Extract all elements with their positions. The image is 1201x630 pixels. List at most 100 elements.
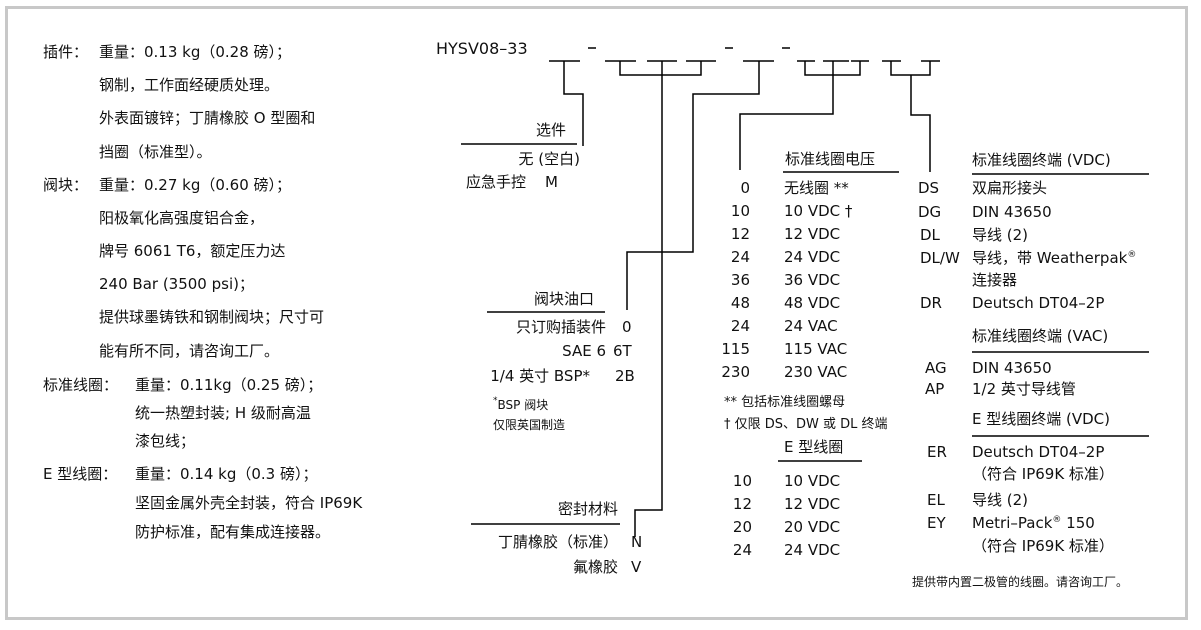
term-code: EY xyxy=(927,514,946,532)
term-label: 1/2 英寸导线管 xyxy=(972,380,1076,398)
cartridge-line: 重量：0.13 kg（0.28 磅）； xyxy=(99,43,292,61)
term-label: 导线 (2) xyxy=(972,491,1029,509)
voltage-label: 12 VDC xyxy=(784,495,841,513)
voltage-code: 24 xyxy=(732,541,752,559)
document-frame xyxy=(5,6,1188,620)
voltage-code: 230 xyxy=(721,363,750,381)
voltage-label: 24 VAC xyxy=(784,317,838,335)
ports-note: *BSP 阀块 xyxy=(493,396,548,413)
term-code: DL xyxy=(920,226,940,244)
std-term-vac-title: 标准线圈终端 (VAC) xyxy=(972,327,1109,345)
ports-connector xyxy=(626,61,760,310)
std-voltage-note: † 仅限 DS、DW 或 DL 终端 xyxy=(724,417,888,432)
e-coil-line: 重量：0.14 kg（0.3 磅）； xyxy=(135,465,318,483)
voltage-label: 36 VDC xyxy=(784,271,841,289)
ports-note-line: 仅限英国制造 xyxy=(493,418,566,432)
term-label: 双扁形接头 xyxy=(972,179,1048,197)
e-coil-line: 坚固金属外壳全封装，符合 IP69K xyxy=(135,494,363,512)
voltage-label: 48 VDC xyxy=(784,294,841,312)
std-coil-line: 漆包线； xyxy=(135,432,196,450)
term-label-text: 150 xyxy=(1061,514,1095,532)
cartridge-line: 挡圈（标准型）。 xyxy=(99,143,212,161)
ports-item-label: 1/4 英寸 BSP* xyxy=(490,367,590,385)
term-label: 导线 (2) xyxy=(972,226,1029,244)
seals-item-code: N xyxy=(631,533,643,551)
term-label: DIN 43650 xyxy=(972,203,1052,221)
options-connector xyxy=(563,61,584,146)
footer-note: 提供带内置二极管的线圈。请咨询工厂。 xyxy=(912,575,1129,589)
voltage-label: 10 VDC † xyxy=(784,202,853,220)
voltage-connector xyxy=(739,61,834,170)
body-line: 能有所不同，请咨询工厂。 xyxy=(99,342,280,360)
term-code: DG xyxy=(918,203,942,221)
options-item-code: M xyxy=(545,173,558,191)
options-item-label: 应急手控 xyxy=(465,173,526,191)
term-code: DR xyxy=(920,294,942,312)
voltage-label: 24 VDC xyxy=(784,248,841,266)
term-code: ER xyxy=(927,443,947,461)
e-voltage-title: E 型线圈 xyxy=(784,438,844,456)
ports-item-label: SAE 6 xyxy=(562,342,606,360)
termination-bracket xyxy=(890,61,931,76)
term-code: AG xyxy=(925,359,947,377)
voltage-code: 24 xyxy=(730,317,750,335)
term-label: Metri–Pack® 150 xyxy=(972,514,1095,532)
body-line: 提供球墨铸铁和钢制阀块；尺寸可 xyxy=(99,308,325,326)
term-label: （符合 IP69K 标准） xyxy=(972,537,1114,555)
cartridge-label: 插件： xyxy=(43,43,89,61)
seals-title: 密封材料 xyxy=(557,500,618,518)
voltage-code: 10 xyxy=(732,472,752,490)
std-coil-label: 标准线圈： xyxy=(43,376,119,394)
term-label: 导线，带 Weatherpak® xyxy=(972,249,1136,267)
body-line: 重量：0.27 kg（0.60 磅）； xyxy=(99,176,292,194)
termination-connector xyxy=(910,75,931,172)
term-code: DS xyxy=(918,179,940,197)
body-line: 240 Bar (3500 psi)； xyxy=(99,275,254,293)
seals-bracket xyxy=(619,61,702,76)
term-code: DL/W xyxy=(920,249,960,267)
std-coil-line: 重量：0.11kg（0.25 磅）； xyxy=(135,376,323,394)
cartridge-line: 钢制，工作面经硬质处理。 xyxy=(99,76,280,94)
cartridge-line: 外表面镀锌；丁腈橡胶 O 型圈和 xyxy=(99,109,316,127)
std-term-vdc-title: 标准线圈终端 (VDC) xyxy=(972,151,1111,169)
term-label: DIN 43650 xyxy=(972,359,1052,377)
model-code-prefix: HYSV08–33 xyxy=(436,39,528,58)
voltage-label: 无线圈 ** xyxy=(784,179,849,197)
registered-mark: ® xyxy=(1127,250,1137,260)
voltage-code: 20 xyxy=(732,518,752,536)
ports-item-code: 2B xyxy=(615,367,635,385)
ports-item-code: 6T xyxy=(613,342,632,360)
voltage-label: 230 VAC xyxy=(784,363,848,381)
seals-item-label: 氟橡胶 xyxy=(572,558,618,576)
voltage-code: 36 xyxy=(730,271,750,289)
term-code: EL xyxy=(927,491,945,509)
voltage-code: 48 xyxy=(730,294,750,312)
std-coil-line: 统一热塑封装; H 级耐高温 xyxy=(135,404,311,422)
term-label: 连接器 xyxy=(972,271,1018,289)
e-term-vdc-title: E 型线圈终端 (VDC) xyxy=(972,410,1111,428)
e-coil-label: E 型线圈： xyxy=(43,465,118,483)
voltage-code: 10 xyxy=(730,202,750,220)
seals-connector xyxy=(634,61,663,537)
seals-item-code: V xyxy=(631,558,642,576)
seals-item-label: 丁腈橡胶（标准） xyxy=(497,533,618,551)
voltage-label: 20 VDC xyxy=(784,518,841,536)
options-item-label: 无 (空白) xyxy=(518,150,580,168)
std-voltage-title: 标准线圈电压 xyxy=(785,150,876,168)
term-label: Deutsch DT04–2P xyxy=(972,294,1105,312)
term-label: （符合 IP69K 标准） xyxy=(972,465,1114,483)
voltage-label: 24 VDC xyxy=(784,541,841,559)
std-voltage-note: ** 包括标准线圈螺母 xyxy=(724,395,846,410)
term-label-text: Metri–Pack xyxy=(972,514,1053,532)
voltage-code: 24 xyxy=(730,248,750,266)
term-label-text: 导线，带 Weatherpak xyxy=(972,249,1128,267)
voltage-code: 12 xyxy=(732,495,752,513)
term-label: Deutsch DT04–2P xyxy=(972,443,1105,461)
voltage-label: 12 VDC xyxy=(784,225,841,243)
voltage-code: 115 xyxy=(721,340,750,358)
ports-note-star: * xyxy=(493,396,498,406)
ports-item-label: 只订购插装件 xyxy=(515,318,606,336)
body-line: 阳极氧化高强度铝合金， xyxy=(99,209,265,227)
e-coil-line: 防护标准，配有集成连接器。 xyxy=(135,523,331,541)
